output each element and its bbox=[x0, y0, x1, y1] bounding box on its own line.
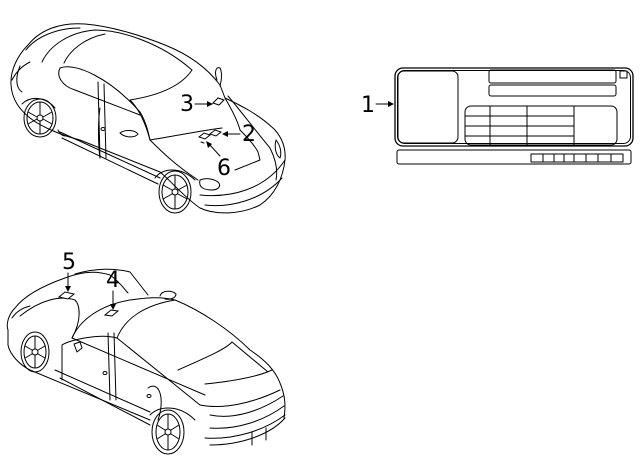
bottom-car-drawing bbox=[6, 268, 286, 455]
callout-6: 6 bbox=[206, 141, 231, 181]
label-table bbox=[464, 105, 618, 146]
label-plate-outer bbox=[394, 67, 634, 147]
label-detail bbox=[394, 67, 634, 165]
label-text-line-2 bbox=[488, 84, 617, 97]
label-barcode bbox=[530, 153, 624, 163]
label-3-marker bbox=[212, 97, 225, 106]
callout-3: 3 bbox=[180, 92, 213, 117]
callout-1: 1 bbox=[361, 93, 394, 118]
label-photo-area bbox=[397, 70, 459, 144]
label-2-marker bbox=[208, 129, 223, 137]
label-4-marker bbox=[103, 309, 120, 317]
label-5-marker bbox=[57, 291, 76, 300]
callout-4: 4 bbox=[106, 268, 120, 310]
bottom-car-rear-wheel bbox=[20, 331, 50, 373]
top-car-front-wheel bbox=[154, 169, 196, 214]
label-6-marker bbox=[197, 132, 212, 140]
callout-2-number: 2 bbox=[242, 122, 256, 147]
callout-4-number: 4 bbox=[106, 268, 120, 293]
callout-5: 5 bbox=[62, 250, 76, 292]
callout-3-number: 3 bbox=[180, 92, 194, 117]
top-car-drawing bbox=[10, 23, 286, 214]
bottom-car-front-wheel bbox=[149, 407, 196, 455]
callout-1-number: 1 bbox=[361, 93, 375, 118]
label-bottom-strip bbox=[396, 149, 632, 165]
label-corner-box bbox=[619, 70, 628, 79]
label-text-line-1 bbox=[488, 69, 617, 84]
callout-5-number: 5 bbox=[62, 250, 76, 275]
callout-2: 2 bbox=[222, 122, 256, 147]
top-car-rear-wheel bbox=[21, 98, 57, 138]
callout-6-number: 6 bbox=[217, 156, 231, 181]
